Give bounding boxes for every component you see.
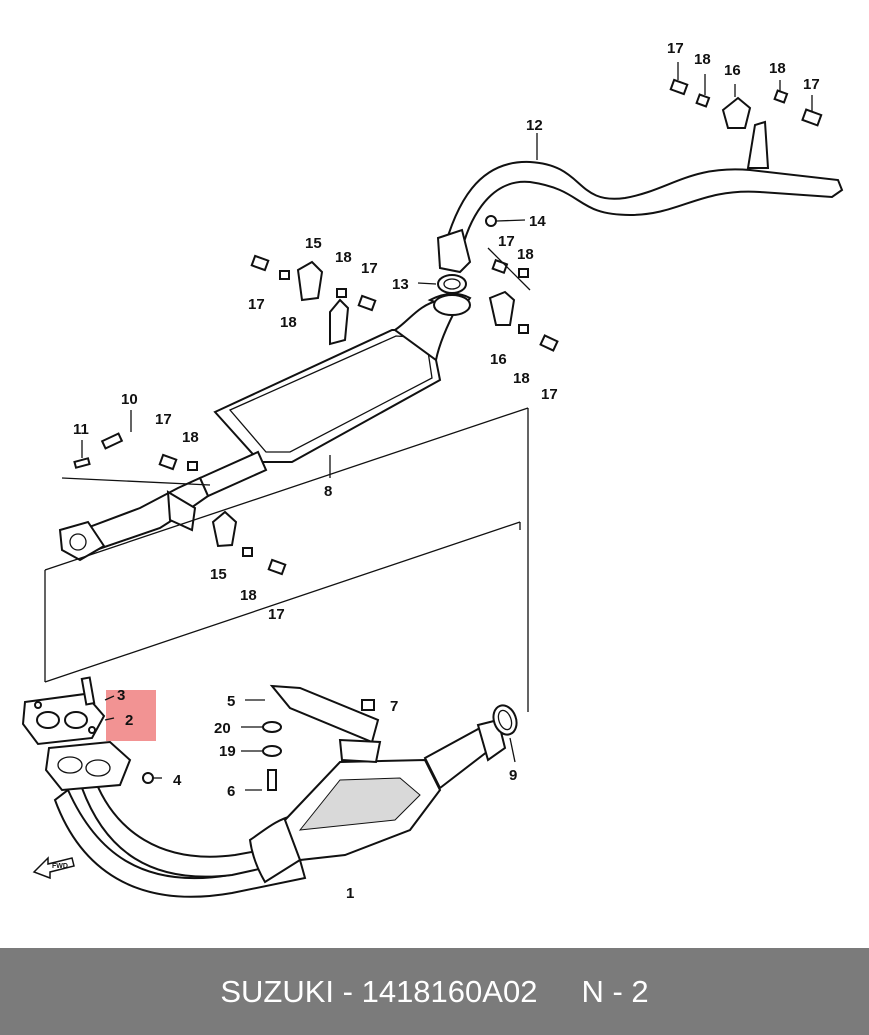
quantity-label: N - 2 bbox=[581, 973, 649, 1009]
muffler bbox=[198, 292, 472, 498]
callout-17-a: 17 bbox=[667, 40, 684, 57]
callout-5: 5 bbox=[227, 693, 235, 710]
brand-part-number: SUZUKI - 1418160A02 bbox=[220, 973, 538, 1009]
callout-17-g: 17 bbox=[155, 411, 172, 428]
callout-8: 8 bbox=[324, 483, 332, 500]
callout-18-f: 18 bbox=[513, 370, 530, 387]
callout-2: 2 bbox=[125, 712, 133, 729]
callout-18-e: 18 bbox=[280, 314, 297, 331]
manifold-gasket-part-2 bbox=[21, 676, 115, 746]
callout-11: 11 bbox=[73, 421, 89, 438]
callout-13: 13 bbox=[392, 276, 409, 293]
callout-17-e: 17 bbox=[248, 296, 265, 313]
assembly-frame-lines bbox=[44, 133, 538, 712]
callout-14: 14 bbox=[529, 213, 546, 230]
part-info-footer: SUZUKI - 1418160A02 N - 2 bbox=[0, 948, 869, 1035]
callout-17-d: 17 bbox=[361, 260, 378, 277]
callout-17-f: 17 bbox=[541, 386, 558, 403]
tail-pipe bbox=[436, 120, 844, 274]
callout-18-b: 18 bbox=[769, 60, 786, 77]
exhaust-system-diagram: FWD 1 2 3 4 5 6 7 8 9 10 11 12 13 14 15 … bbox=[21, 40, 844, 902]
callout-19: 19 bbox=[219, 743, 236, 760]
center-pipe bbox=[58, 410, 287, 576]
callout-1: 1 bbox=[346, 885, 354, 902]
rear-hanger-assembly bbox=[669, 62, 823, 129]
callout-17-c: 17 bbox=[498, 233, 515, 250]
small-fasteners bbox=[142, 699, 375, 791]
callout-18-g: 18 bbox=[182, 429, 199, 446]
callout-18-h: 18 bbox=[240, 587, 257, 604]
callout-16-top: 16 bbox=[724, 62, 741, 79]
callout-12: 12 bbox=[526, 117, 543, 134]
callout-16-mid: 16 bbox=[490, 351, 507, 368]
highlight-box-part-2 bbox=[106, 690, 156, 741]
center-flange-gasket bbox=[417, 215, 531, 294]
callout-6: 6 bbox=[227, 783, 235, 800]
callout-18-a: 18 bbox=[694, 51, 711, 68]
callout-15-bottom: 15 bbox=[210, 566, 227, 583]
callout-9: 9 bbox=[509, 767, 517, 784]
callout-17-b: 17 bbox=[803, 76, 820, 93]
callout-7: 7 bbox=[390, 698, 398, 715]
callout-15-top: 15 bbox=[305, 235, 322, 252]
mid-right-hanger bbox=[488, 290, 559, 352]
front-exhaust-pipe bbox=[44, 684, 507, 898]
forward-direction-arrow-icon: FWD bbox=[32, 856, 75, 880]
callout-10: 10 bbox=[121, 391, 138, 408]
fwd-label: FWD bbox=[52, 863, 68, 870]
callout-18-d: 18 bbox=[335, 249, 352, 266]
callout-4: 4 bbox=[173, 772, 182, 789]
ring-gasket bbox=[492, 704, 518, 763]
callout-17-h: 17 bbox=[268, 606, 285, 623]
callout-20: 20 bbox=[214, 720, 231, 737]
callout-18-c: 18 bbox=[517, 246, 534, 263]
callout-3: 3 bbox=[117, 687, 125, 704]
front-muffler-hanger bbox=[250, 254, 377, 312]
